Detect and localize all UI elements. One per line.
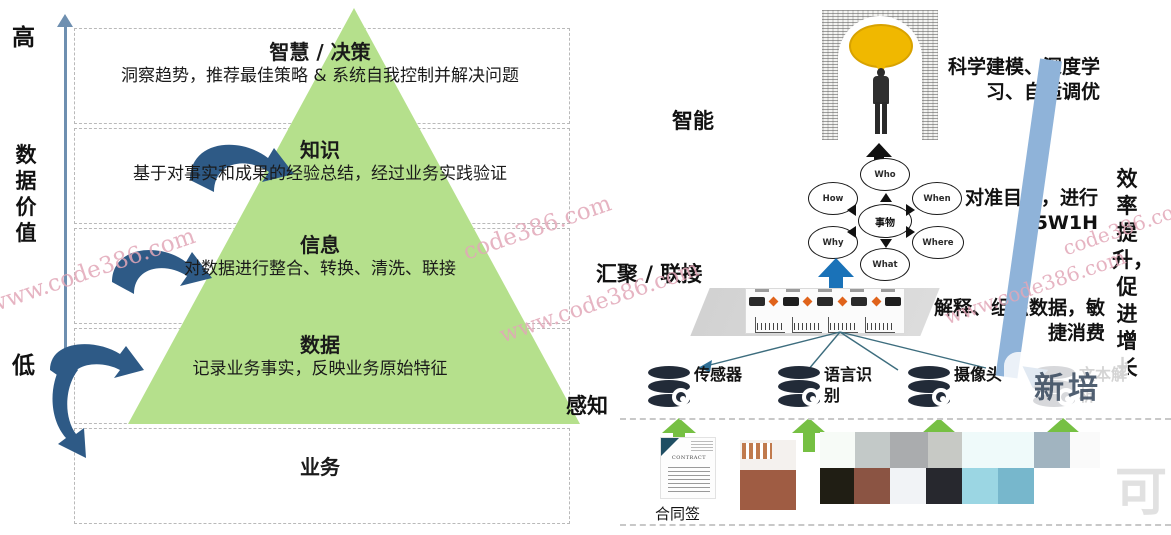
supply-chain-panel: [745, 288, 905, 334]
axis-label-high: 高: [12, 25, 35, 51]
tier-title: 数据: [300, 333, 340, 357]
truck-icon: [748, 296, 765, 306]
node-center: 事物: [858, 204, 912, 238]
panel-connectors: [697, 331, 987, 372]
watermark-large-glyph: 可: [1114, 463, 1167, 523]
swatch: [962, 468, 998, 504]
contract-heading: CONTRACT: [671, 455, 707, 461]
link-dot-icon: [837, 296, 847, 306]
tier-text-business: 业务: [100, 455, 540, 480]
annotation-efficiency: 效率提升，促进增长: [1112, 167, 1154, 380]
swatch: [1034, 432, 1070, 468]
node-who: Who: [860, 158, 910, 191]
tier-text-information: 信息 对数据进行整合、转换、清洗、联接: [100, 233, 540, 281]
sparkline-chart: [791, 317, 822, 333]
watermark-logo: 新 培: [1004, 352, 1128, 418]
node-what: What: [860, 248, 910, 281]
folded-corner-icon: [661, 438, 679, 456]
arrow-right-icon: [906, 226, 915, 238]
source-label: 摄像头: [954, 365, 1003, 384]
stage-label-perception: 感知: [566, 394, 608, 418]
car-icon: [851, 296, 868, 306]
sparkline-chart: [864, 317, 895, 333]
swatch: [855, 432, 890, 468]
person-legs: [875, 102, 887, 134]
perception-divider: [620, 418, 1171, 420]
tier-title: 智慧 / 决策: [269, 40, 371, 64]
tier-desc: 记录业务事实，反映业务原始特征: [192, 359, 448, 379]
source-label: 传感器: [694, 365, 743, 384]
swatch: [1070, 432, 1100, 468]
factory-icon: [782, 296, 799, 306]
axis-label-low: 低: [12, 353, 35, 379]
stage-label-aggregation: 汇聚 / 联接: [596, 262, 703, 286]
node-when: When: [912, 182, 962, 215]
thinking-head-image: [822, 10, 938, 140]
arrow-up-icon: [880, 193, 892, 202]
tier-text-knowledge: 知识 基于对事实和成果的经验总结，经过业务实践验证: [100, 138, 540, 186]
tier-desc: 对数据进行整合、转换、清洗、联接: [184, 259, 456, 279]
lightbulb-icon: [849, 24, 913, 68]
link-dot-icon: [871, 296, 882, 306]
stage-label-intelligence: 智能: [672, 109, 714, 133]
source-speech: 语言识别: [778, 364, 874, 416]
swatch: [854, 468, 890, 504]
swatch: [890, 432, 928, 468]
annotation-modeling: 科学建模、深度学习、自适调优: [947, 56, 1100, 103]
green-up-arrow-icon: [792, 418, 826, 452]
swatch: [928, 432, 962, 468]
arrow-left-icon: [847, 204, 856, 216]
five-w-one-h-diagram: Who When Where What Why How 事物: [800, 158, 970, 282]
node-where: Where: [912, 226, 964, 259]
logo-glyph: 培: [1068, 371, 1098, 406]
tier-title: 信息: [300, 233, 340, 257]
tier-box-business: [74, 428, 570, 524]
swatch: [820, 468, 854, 504]
arrow-right-icon: [906, 204, 915, 216]
contract-caption: 合同签: [655, 505, 701, 523]
doc-body-lines: [668, 464, 710, 492]
sparkline-chart: [755, 317, 786, 333]
bar-chart-icon: [742, 443, 772, 459]
logo-glyph: 新: [1034, 371, 1064, 406]
person-icon: [872, 68, 890, 134]
arrow-left-icon: [847, 226, 856, 238]
database-icon: [648, 366, 690, 412]
swatch: [962, 432, 1034, 468]
green-pyramid: [128, 8, 580, 424]
people-icon: [885, 296, 902, 306]
link-dot-icon: [768, 296, 779, 306]
source-label: 语言识别: [824, 365, 873, 405]
swatch: [926, 468, 962, 504]
link-dot-icon: [802, 296, 813, 306]
swatch: [890, 468, 926, 504]
panel-captions: [746, 289, 904, 296]
axis-label-value: 数据价值: [15, 143, 37, 245]
contract-document-image: CONTRACT: [660, 437, 716, 499]
tier-desc: 洞察趋势，推荐最佳策略 & 系统自我控制并解决问题: [120, 66, 520, 86]
value-axis: [64, 22, 67, 426]
warehouse-icon: [816, 296, 833, 306]
bottom-divider: [620, 524, 1171, 526]
panel-icons: [746, 291, 904, 311]
swatch: [820, 432, 855, 468]
tier-text-wisdom: 智慧 / 决策 洞察趋势，推荐最佳策略 & 系统自我控制并解决问题: [100, 40, 540, 88]
tier-title: 知识: [300, 138, 340, 162]
source-sensor: 传感器: [648, 364, 744, 416]
arrow-down-icon: [880, 239, 892, 248]
axis-arrow-icon: [57, 14, 73, 27]
database-icon: [778, 366, 820, 412]
tier-text-data: 数据 记录业务事实，反映业务原始特征: [100, 333, 540, 381]
swatch: [998, 468, 1034, 504]
flow-arrows: [50, 144, 294, 458]
doc-side-lines: [691, 441, 713, 451]
person-body: [873, 76, 889, 104]
person-head: [877, 68, 885, 77]
tier-title: 业务: [300, 455, 340, 479]
source-camera: 摄像头: [908, 364, 1004, 416]
database-icon: [908, 366, 950, 412]
chart-photo-bottom: [740, 470, 796, 510]
tier-desc: 基于对事实和成果的经验总结，经过业务实践验证: [133, 164, 507, 184]
